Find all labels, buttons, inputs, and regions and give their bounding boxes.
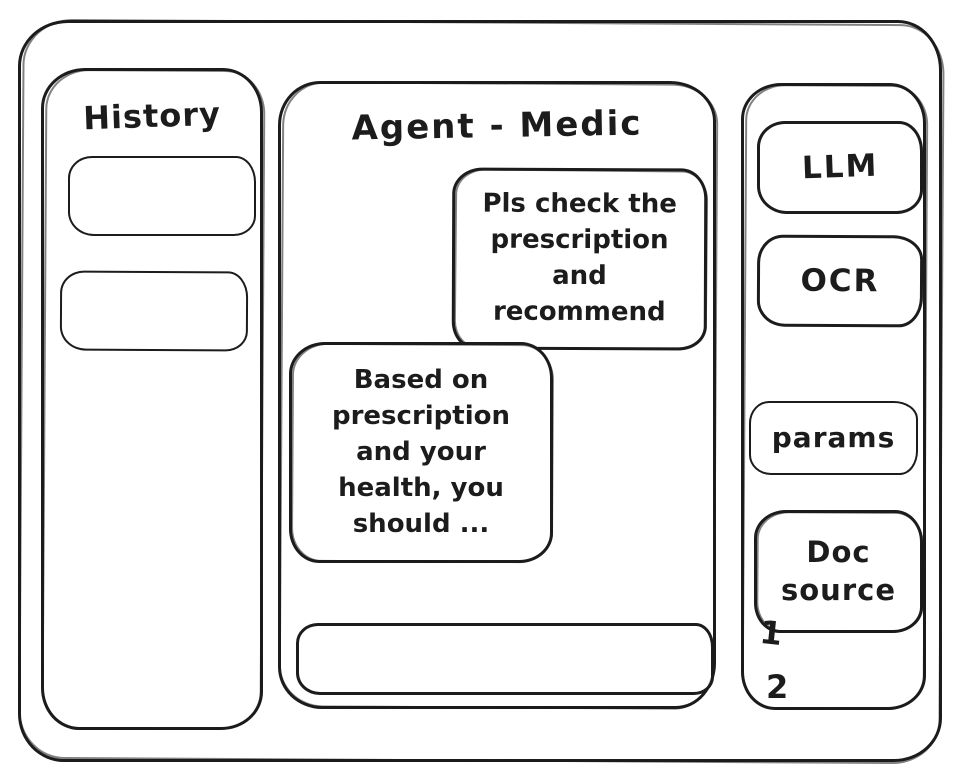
doc-source-button[interactable]: Doc source (754, 510, 923, 633)
tools-panel: LLM OCR params Doc source 1 2 (741, 83, 926, 710)
chat-panel: Agent - Medic Pls check the prescription… (278, 81, 716, 709)
user-message-text: Pls check the prescription and recommend (482, 188, 677, 327)
doc-source-button-label: Doc source (781, 534, 896, 607)
history-item-2[interactable] (59, 270, 249, 352)
history-title: History (82, 94, 222, 138)
ocr-button[interactable]: OCR (756, 234, 924, 328)
params-button[interactable]: params (749, 401, 918, 475)
app-frame: History Agent - Medic Pls check the pres… (18, 20, 942, 762)
chat-input[interactable] (296, 623, 714, 695)
doc-source-item-2[interactable]: 2 (766, 668, 789, 706)
ocr-button-label: OCR (800, 262, 880, 300)
chat-title: Agent - Medic (351, 103, 643, 149)
llm-button[interactable]: LLM (757, 121, 923, 214)
user-message-bubble: Pls check the prescription and recommend (451, 167, 708, 350)
params-button-label: params (771, 420, 896, 454)
history-item-1[interactable] (68, 156, 256, 236)
agent-message-text: Based on prescription and your health, y… (331, 365, 510, 539)
agent-message-bubble: Based on prescription and your health, y… (289, 342, 553, 564)
history-panel: History (41, 68, 263, 730)
doc-source-item-1[interactable]: 1 (758, 612, 785, 654)
llm-button-label: LLM (801, 148, 879, 187)
